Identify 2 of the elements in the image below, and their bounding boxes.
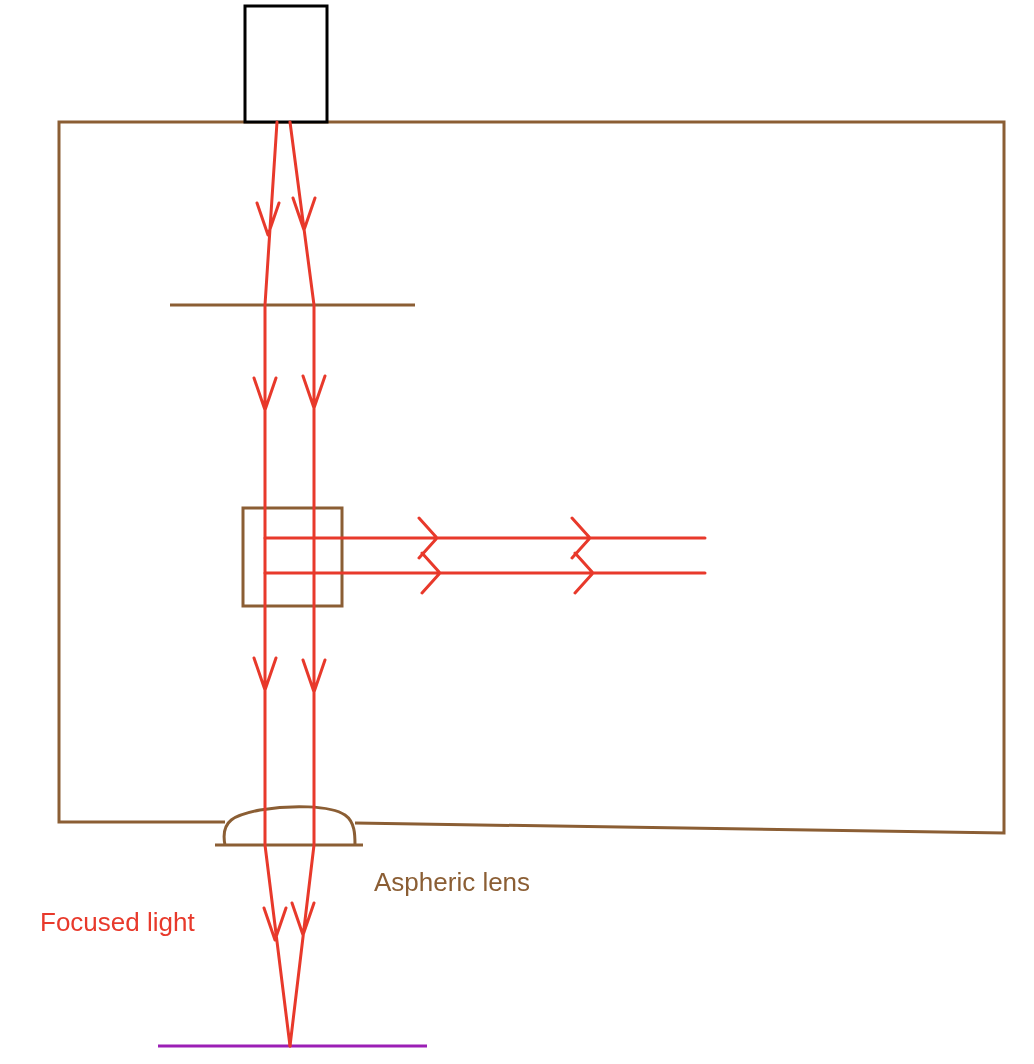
lens-label: Aspheric lens (374, 868, 531, 897)
light-label: Focused light (40, 908, 195, 937)
